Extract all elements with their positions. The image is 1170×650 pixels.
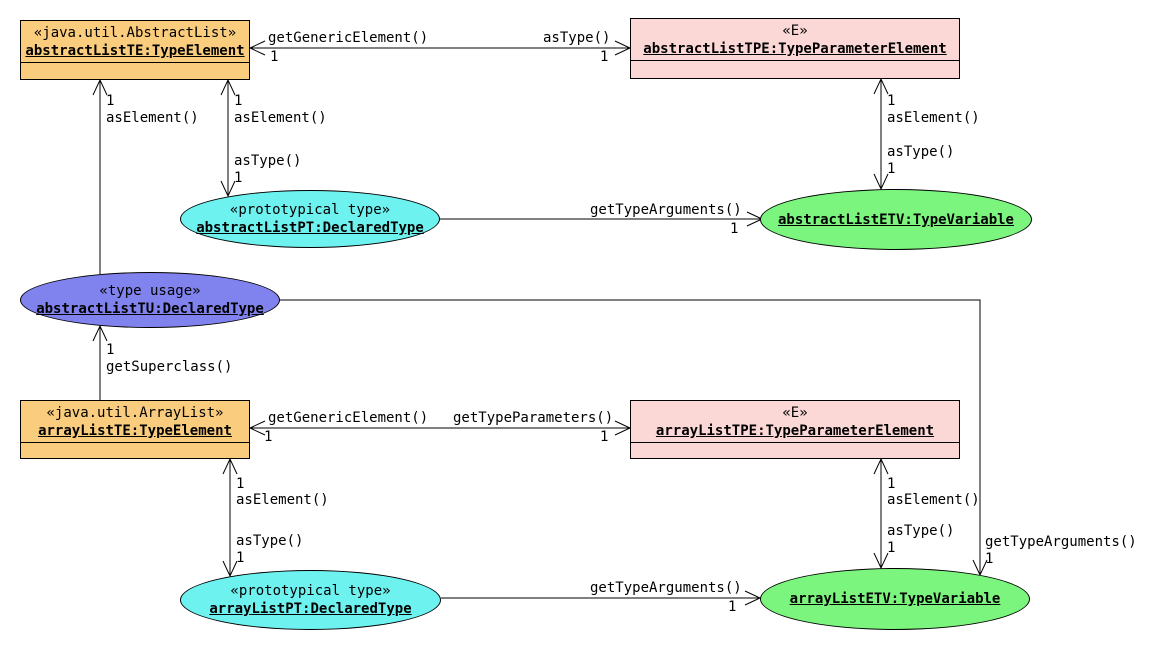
edge-tpe-etv bbox=[873, 77, 889, 191]
object-name: arrayListPT:DeclaredType bbox=[209, 601, 412, 617]
edge-multiplicity: 1 bbox=[985, 551, 994, 567]
edge-multiplicity: 1 bbox=[730, 221, 739, 237]
edge-multiplicity: 1 bbox=[234, 170, 243, 186]
edge-label: asElement() bbox=[887, 110, 980, 126]
object-empty-compartment bbox=[631, 443, 959, 458]
edge-multiplicity: 1 bbox=[600, 429, 609, 445]
edge-label: getTypeArguments() bbox=[985, 534, 1137, 550]
object-abstractListTU: «type usage» abstractListTU:DeclaredType bbox=[20, 272, 280, 328]
edge-multiplicity: 1 bbox=[264, 429, 273, 445]
edge-multiplicity: 1 bbox=[236, 550, 245, 566]
object-empty-compartment bbox=[21, 63, 249, 79]
edge-label: getTypeArguments() bbox=[590, 580, 742, 596]
object-name: abstractListTE:TypeElement bbox=[25, 42, 245, 59]
edge-label: getGenericElement() bbox=[268, 30, 429, 46]
edge-te-pt-bottom bbox=[222, 457, 238, 578]
object-arrayListPT: «prototypical type» arrayListPT:Declared… bbox=[180, 570, 441, 630]
edge-tu-superclass bbox=[92, 324, 108, 400]
edge-multiplicity: 1 bbox=[887, 93, 896, 109]
object-name: arrayListTPE:TypeParameterElement bbox=[655, 422, 935, 439]
edge-label: asElement() bbox=[234, 110, 327, 126]
object-stereotype: «java.util.AbstractList» bbox=[33, 24, 237, 41]
edge-tpe-etv-bottom bbox=[873, 457, 889, 570]
object-stereotype: «java.util.ArrayList» bbox=[46, 404, 224, 421]
object-abstractListPT: «prototypical type» abstractListPT:Decla… bbox=[180, 190, 440, 248]
object-abstractListETV: abstractListETV:TypeVariable bbox=[760, 189, 1032, 250]
edge-label: asType() bbox=[887, 523, 955, 539]
edge-label: asElement() bbox=[887, 492, 980, 508]
edge-multiplicity: 1 bbox=[106, 342, 115, 358]
edge-label: getSuperclass() bbox=[106, 359, 233, 375]
edge-multiplicity: 1 bbox=[106, 93, 115, 109]
edge-multiplicity: 1 bbox=[236, 476, 245, 492]
object-arrayListTE: «java.util.ArrayList» arrayListTE:TypeEl… bbox=[20, 400, 250, 459]
object-name: abstractListTPE:TypeParameterElement bbox=[643, 40, 947, 57]
object-name: arrayListTE:TypeElement bbox=[38, 422, 232, 439]
edge-multiplicity: 1 bbox=[887, 161, 896, 177]
object-name: abstractListPT:DeclaredType bbox=[196, 220, 424, 236]
object-stereotype: «prototypical type» bbox=[229, 202, 391, 218]
object-stereotype: «type usage» bbox=[99, 283, 201, 299]
object-arrayListETV: arrayListETV:TypeVariable bbox=[760, 568, 1030, 630]
edge-label: asType() bbox=[234, 153, 302, 169]
edge-label: asType() bbox=[543, 30, 611, 46]
edge-multiplicity: 1 bbox=[234, 93, 243, 109]
object-name: abstractListETV:TypeVariable bbox=[777, 211, 1014, 228]
object-stereotype: «prototypical type» bbox=[230, 583, 391, 599]
edge-label: asType() bbox=[236, 533, 304, 549]
object-name: arrayListETV:TypeVariable bbox=[789, 591, 1001, 607]
object-empty-compartment bbox=[631, 61, 959, 78]
edge-te-pt bbox=[220, 78, 236, 198]
edge-multiplicity: 1 bbox=[887, 540, 896, 556]
object-arrayListTPE: «E» arrayListTPE:TypeParameterElement bbox=[630, 400, 960, 459]
edge-multiplicity: 1 bbox=[600, 49, 609, 65]
object-abstractListTE: «java.util.AbstractList» abstractListTE:… bbox=[20, 20, 250, 80]
edge-label: getTypeParameters() bbox=[453, 410, 614, 426]
edge-tu-te bbox=[92, 78, 108, 274]
edge-multiplicity: 1 bbox=[887, 476, 896, 492]
edge-multiplicity: 1 bbox=[728, 599, 737, 615]
edge-label: asElement() bbox=[106, 110, 199, 126]
edge-label: getTypeArguments() bbox=[590, 202, 742, 218]
edge-multiplicity: 1 bbox=[270, 49, 279, 65]
object-stereotype: «E» bbox=[782, 404, 808, 421]
edge-label: getGenericElement() bbox=[268, 410, 429, 426]
object-name: abstractListTU:DeclaredType bbox=[36, 301, 264, 317]
object-stereotype: «E» bbox=[782, 22, 808, 39]
edge-label: asType() bbox=[887, 144, 955, 160]
edge-label: asElement() bbox=[236, 492, 329, 508]
object-empty-compartment bbox=[21, 443, 249, 458]
object-abstractListTPE: «E» abstractListTPE:TypeParameterElement bbox=[630, 18, 960, 79]
